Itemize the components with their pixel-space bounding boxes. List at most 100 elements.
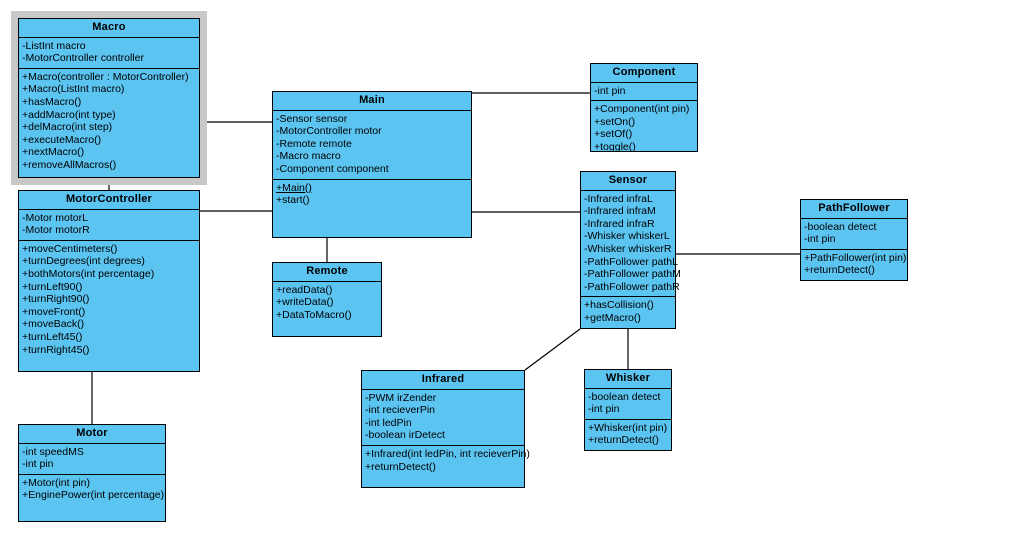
class-attributes-whisker: -boolean detect-int pin: [585, 389, 671, 420]
operation: +returnDetect(): [365, 460, 436, 473]
operation: +returnDetect(): [588, 434, 659, 447]
class-operations-remote: +readData()+writeData()+DataToMacro(): [273, 282, 381, 325]
uml-class-motor[interactable]: Motor-int speedMS-int pin+Motor(int pin)…: [18, 424, 166, 522]
class-title-infrared: Infrared: [362, 371, 524, 390]
attribute: -int speedMS: [22, 445, 84, 458]
operation: +Component(int pin): [594, 103, 690, 116]
attribute: -Whisker whiskerR: [584, 242, 672, 255]
class-attributes-sensor: -Infrared infraL-Infrared infraM-Infrare…: [581, 191, 681, 298]
operation: +turnDegrees(int degrees): [22, 255, 145, 268]
attribute: -int pin: [22, 458, 54, 471]
operation: +moveBack(): [22, 318, 85, 331]
operation: +EnginePower(int percentage): [22, 489, 165, 502]
class-attributes-pathfollower: -boolean detect-int pin: [801, 219, 907, 250]
uml-class-remote[interactable]: Remote+readData()+writeData()+DataToMacr…: [272, 262, 382, 337]
operation: +getMacro(): [584, 311, 641, 324]
attribute: -int ledPin: [365, 416, 412, 429]
uml-class-motorcontroller[interactable]: MotorController-Motor motorL-Motor motor…: [18, 190, 200, 372]
operation: +PathFollower(int pin): [804, 251, 907, 264]
operation: +Macro(ListInt macro): [22, 83, 125, 96]
attribute: -Whisker whiskerL: [584, 230, 670, 243]
operation: +nextMacro(): [22, 146, 85, 159]
operation: +removeAllMacros(): [22, 158, 117, 171]
class-attributes-main: -Sensor sensor-MotorController motor-Rem…: [273, 111, 471, 180]
uml-class-macro[interactable]: Macro-ListInt macro-MotorController cont…: [12, 12, 206, 184]
operation: +setOn(): [594, 115, 636, 128]
class-title-main: Main: [273, 92, 471, 111]
class-title-component: Component: [591, 64, 697, 83]
class-attributes-infrared: -PWM irZender-int recieverPin-int ledPin…: [362, 390, 524, 446]
class-operations-motor: +Motor(int pin)+EnginePower(int percenta…: [19, 475, 165, 505]
operation: +turnLeft90(): [22, 280, 83, 293]
attribute: -MotorController controller: [22, 52, 144, 65]
operation: +Whisker(int pin): [588, 421, 668, 434]
operation: +hasMacro(): [22, 95, 82, 108]
operation: +delMacro(int step): [22, 121, 113, 134]
attribute: -MotorController motor: [276, 125, 382, 138]
operation: +moveFront(): [22, 305, 86, 318]
attribute: -int recieverPin: [365, 404, 436, 417]
connector-sensor-infrared: [524, 328, 581, 371]
attribute: -boolean detect: [588, 390, 661, 403]
class-attributes-motor: -int speedMS-int pin: [19, 444, 165, 475]
operation: +moveCentimeters(): [22, 242, 118, 255]
attribute: -Infrared infraM: [584, 205, 656, 218]
class-title-motor: Motor: [19, 425, 165, 444]
class-operations-pathfollower: +PathFollower(int pin)+returnDetect(): [801, 250, 907, 280]
operation: +hasCollision(): [584, 299, 654, 312]
uml-class-infrared[interactable]: Infrared-PWM irZender-int recieverPin-in…: [361, 370, 530, 488]
operation: +Macro(controller : MotorController): [22, 70, 189, 83]
attribute: -PathFollower pathR: [584, 280, 680, 293]
attribute: -Macro macro: [276, 150, 341, 163]
class-attributes-macro: -ListInt macro-MotorController controlle…: [19, 38, 199, 69]
attribute: -boolean irDetect: [365, 429, 445, 442]
attribute: -int pin: [588, 403, 620, 416]
class-operations-sensor: +hasCollision()+getMacro(): [581, 297, 675, 327]
attribute: -PathFollower pathL: [584, 255, 678, 268]
class-operations-macro: +Macro(controller : MotorController)+Mac…: [19, 69, 199, 175]
attribute: -PathFollower pathM: [584, 268, 681, 281]
uml-class-whisker[interactable]: Whisker-boolean detect-int pin+Whisker(i…: [584, 369, 672, 451]
operation: +readData(): [276, 283, 333, 296]
operation: +toggle(): [594, 140, 636, 153]
class-title-macro: Macro: [19, 19, 199, 38]
operation: +writeData(): [276, 296, 334, 309]
class-attributes-component: -int pin: [591, 83, 697, 102]
attribute: -int pin: [594, 84, 626, 97]
attribute: -int pin: [804, 233, 836, 246]
uml-class-main[interactable]: Main-Sensor sensor-MotorController motor…: [272, 91, 472, 238]
uml-class-pathfollower[interactable]: PathFollower-boolean detect-int pin+Path…: [800, 199, 908, 281]
attribute: -Infrared infraL: [584, 192, 653, 205]
class-operations-motorcontroller: +moveCentimeters()+turnDegrees(int degre…: [19, 241, 199, 359]
class-title-sensor: Sensor: [581, 172, 675, 191]
operation: +turnRight45(): [22, 343, 90, 356]
operation: +DataToMacro(): [276, 308, 352, 321]
uml-class-component[interactable]: Component-int pin+Component(int pin)+set…: [590, 63, 698, 153]
operation: +Infrared(int ledPin, int recieverPin): [365, 447, 530, 460]
attribute: -Motor motorR: [22, 224, 90, 237]
attribute: -Motor motorL: [22, 211, 88, 224]
attribute: -PWM irZender: [365, 391, 437, 404]
uml-class-sensor[interactable]: Sensor-Infrared infraL-Infrared infraM-I…: [580, 171, 681, 329]
class-title-remote: Remote: [273, 263, 381, 282]
class-operations-whisker: +Whisker(int pin)+returnDetect(): [585, 420, 671, 450]
attribute: -Infrared infraR: [584, 217, 655, 230]
operation: +Motor(int pin): [22, 476, 90, 489]
operation: +setOf(): [594, 128, 633, 141]
operation: +addMacro(int type): [22, 108, 116, 121]
class-title-motorcontroller: MotorController: [19, 191, 199, 210]
operation: +bothMotors(int percentage): [22, 267, 155, 280]
operation: +start(): [276, 194, 310, 207]
operation: +Main(): [276, 181, 312, 194]
class-title-pathfollower: PathFollower: [801, 200, 907, 219]
operation: +executeMacro(): [22, 133, 102, 146]
operation: +returnDetect(): [804, 264, 875, 277]
attribute: -Component component: [276, 162, 389, 175]
class-operations-component: +Component(int pin)+setOn()+setOf()+togg…: [591, 101, 697, 156]
operation: +turnLeft45(): [22, 330, 83, 343]
attribute: -Sensor sensor: [276, 112, 348, 125]
class-title-whisker: Whisker: [585, 370, 671, 389]
class-attributes-motorcontroller: -Motor motorL-Motor motorR: [19, 210, 199, 241]
attribute: -Remote remote: [276, 137, 352, 150]
